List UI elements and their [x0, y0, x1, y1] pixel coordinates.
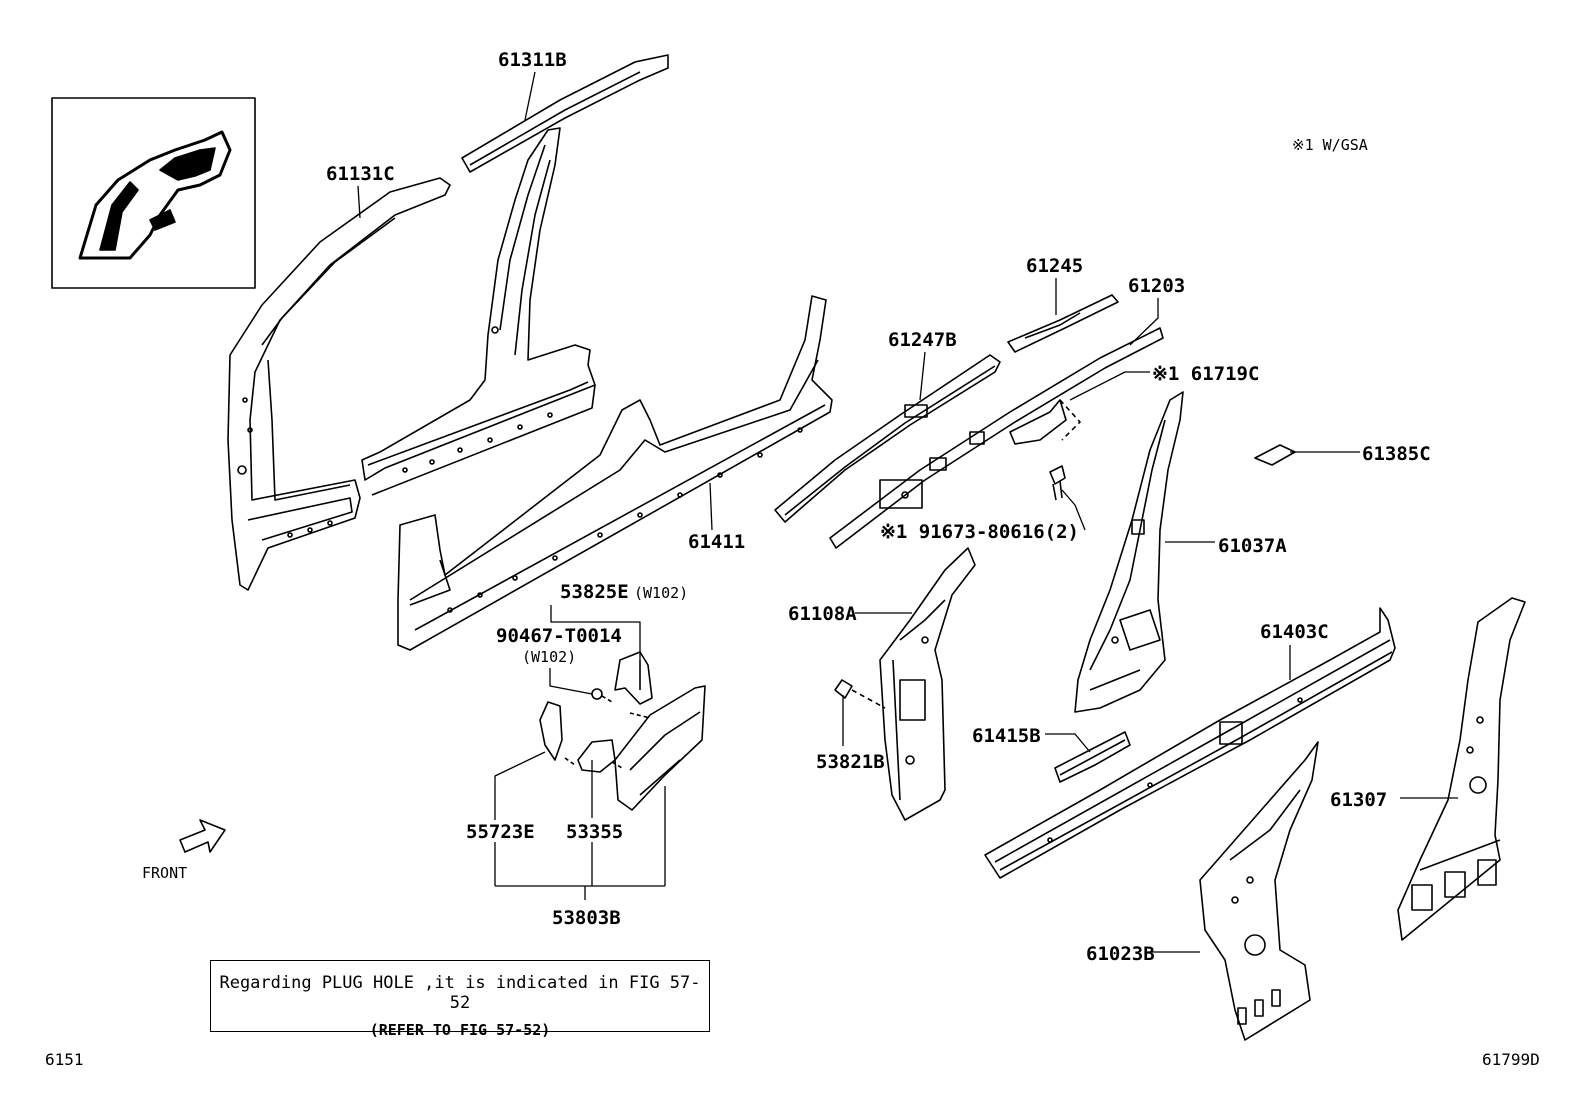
part-61415B-shape: [1054, 731, 1131, 783]
part-61311B-shape: [461, 54, 669, 173]
part-61245-shape: [1007, 294, 1119, 353]
part-61385C-shape: [1254, 444, 1296, 466]
part-90467-shape: [591, 688, 613, 703]
label-61307: 61307: [1330, 789, 1387, 811]
part-53825E-shape: [614, 651, 653, 705]
label-61131C: 61131C: [326, 163, 395, 185]
label-61203: 61203: [1128, 275, 1185, 297]
label-90467-w102: (W102): [522, 648, 576, 666]
label-53825E: 53825E: [560, 581, 629, 603]
part-53821B-shape: [834, 679, 886, 709]
label-53825E-w102: (W102): [634, 584, 688, 602]
part-labels: 61311B 61131C 61411 61245 61203 61247B ※…: [142, 49, 1431, 965]
legend-note: ※1 W/GSA: [1292, 136, 1368, 154]
label-55723E: 55723E: [466, 821, 535, 843]
inset-overview: [51, 97, 256, 289]
label-61719C: ※1 61719C: [1152, 363, 1259, 385]
label-61108A: 61108A: [788, 603, 857, 625]
part-61719C-shape: [1009, 399, 1081, 501]
part-61411-shape: [397, 295, 833, 651]
part-53803B-member-shape: [614, 685, 706, 811]
part-61203-shape: [829, 327, 1164, 549]
label-61245: 61245: [1026, 255, 1083, 277]
notice-line-2: (REFER TO FIG 57-52): [369, 1021, 551, 1039]
label-61411: 61411: [688, 531, 745, 553]
label-61415B: 61415B: [972, 725, 1041, 747]
footer-right-code: 61799D: [1482, 1050, 1540, 1069]
part-61247B-shape: [774, 354, 1001, 523]
label-61247B: 61247B: [888, 329, 957, 351]
part-61307-shape: [1397, 597, 1526, 941]
label-61403C: 61403C: [1260, 621, 1329, 643]
part-61108A-shape: [879, 547, 976, 821]
part-55723E-shape: [539, 701, 576, 766]
label-61037A: 61037A: [1218, 535, 1287, 557]
label-91673: ※1 91673-80616(2): [880, 521, 1079, 543]
front-arrow-icon: [179, 819, 226, 853]
part-61403C-shape: [984, 607, 1396, 879]
footer-left-code: 6151: [45, 1050, 84, 1069]
part-61131C-shape: [227, 177, 451, 591]
label-53821B: 53821B: [816, 751, 885, 773]
part-center-pillar-outer-shape: [361, 127, 596, 496]
front-label: FRONT: [142, 864, 187, 882]
part-61037A-shape: [1074, 391, 1184, 713]
label-53803B: 53803B: [552, 907, 621, 929]
label-90467: 90467-T0014: [496, 625, 622, 647]
part-61023B-shape: [1199, 741, 1319, 1041]
notice-line-1: Regarding PLUG HOLE ,it is indicated in …: [219, 973, 701, 1013]
plug-hole-notice: Regarding PLUG HOLE ,it is indicated in …: [210, 960, 710, 1039]
label-61385C: 61385C: [1362, 443, 1431, 465]
leader-lines: [357, 71, 1458, 953]
label-61023B: 61023B: [1086, 943, 1155, 965]
label-61311B: 61311B: [498, 49, 567, 71]
label-53355: 53355: [566, 821, 623, 843]
